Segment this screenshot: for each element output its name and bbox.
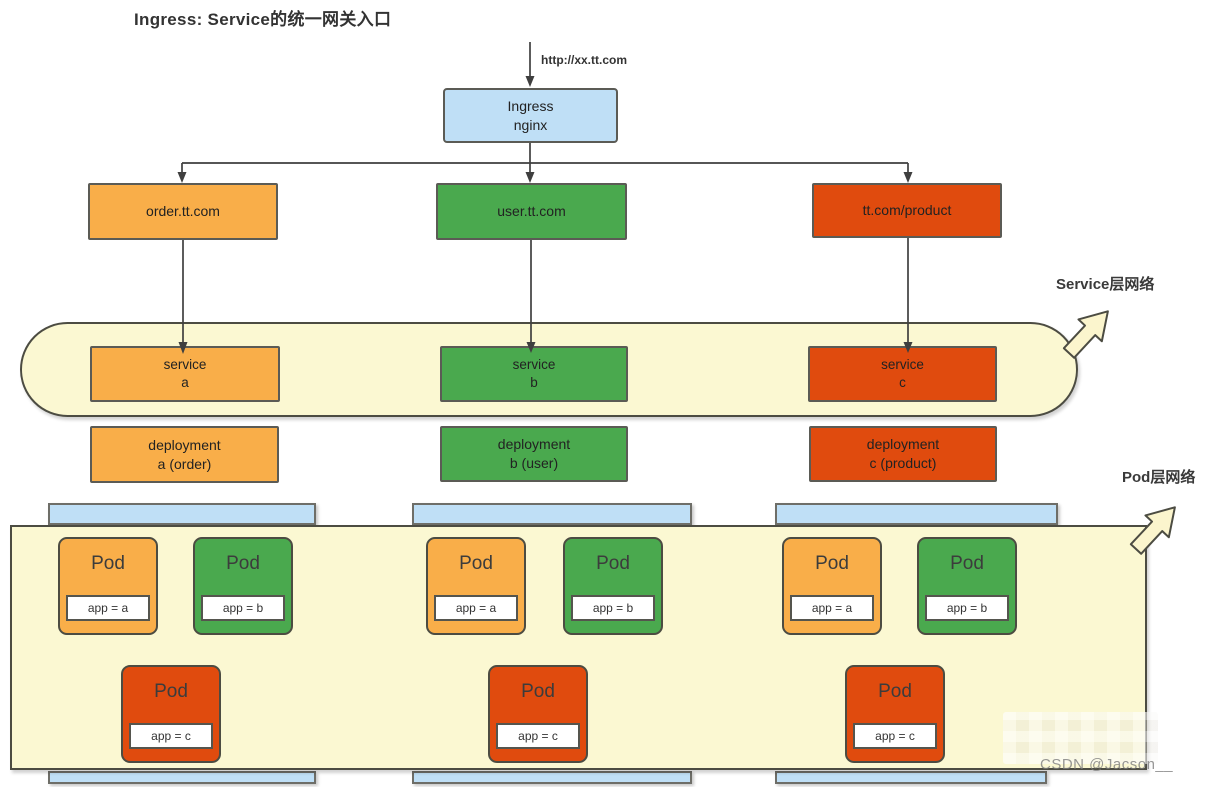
page-title: Ingress: Service的统一网关入口 xyxy=(134,10,392,29)
deployment-b-line1: deployment xyxy=(497,436,571,453)
service-c-line1: service xyxy=(881,356,924,372)
deployment-a-line1: deployment xyxy=(148,436,221,453)
pod-title: Pod xyxy=(226,553,260,574)
pod-selector-label-a: app = a xyxy=(66,595,150,621)
arrowhead-inbound xyxy=(525,76,535,87)
deployment-b-line2: b (user) xyxy=(509,455,559,471)
service-box-a: service a xyxy=(90,346,280,402)
deployment-c-line2: c (product) xyxy=(869,455,937,471)
pod-box-a-group2: Pod app = a xyxy=(426,537,526,635)
pod-layer-label: Pod层网络 xyxy=(1122,469,1196,486)
service-box-b: service b xyxy=(440,346,628,402)
node-bar-bottom-3 xyxy=(775,771,1047,784)
pod-selector-label-c: app = c xyxy=(129,723,213,749)
pod-title: Pod xyxy=(459,553,493,574)
pod-selector-label-a: app = a xyxy=(790,595,874,621)
host-label-order: order.tt.com xyxy=(146,203,220,220)
pod-selector-label-b: app = b xyxy=(925,595,1009,621)
pod-selector-label-a: app = a xyxy=(434,595,518,621)
pod-title: Pod xyxy=(521,681,555,702)
host-box-product: tt.com/product xyxy=(812,183,1002,238)
pod-title: Pod xyxy=(91,553,125,574)
host-box-user: user.tt.com xyxy=(436,183,627,240)
pod-title: Pod xyxy=(878,681,912,702)
pod-title: Pod xyxy=(950,553,984,574)
deployment-box-a: deployment a (order) xyxy=(90,426,279,483)
host-label-product: tt.com/product xyxy=(862,202,952,219)
pod-box-a-group1: Pod app = a xyxy=(58,537,158,635)
arrowhead-user xyxy=(525,172,535,183)
arrowhead-order xyxy=(177,172,187,183)
ingress-nginx-box: Ingress nginx xyxy=(443,88,618,143)
pod-selector-label-c: app = c xyxy=(496,723,580,749)
node-bar-top-3 xyxy=(775,503,1058,525)
node-bar-top-1 xyxy=(48,503,316,525)
ingress-url-label: http://xx.tt.com xyxy=(541,53,627,67)
ingress-box-line1: Ingress xyxy=(507,97,554,114)
deployment-a-line2: a (order) xyxy=(157,455,212,472)
service-b-line1: service xyxy=(512,356,556,372)
pod-box-b-group1: Pod app = b xyxy=(193,537,293,635)
pod-selector-label-b: app = b xyxy=(201,595,285,621)
service-layer-label: Service层网络 xyxy=(1056,276,1155,293)
arrowhead-product xyxy=(903,172,913,183)
deployment-box-c: deployment c (product) xyxy=(809,426,997,482)
pod-box-c-group3: Pod app = c xyxy=(845,665,945,763)
pod-box-b-group3: Pod app = b xyxy=(917,537,1017,635)
pod-box-a-group3: Pod app = a xyxy=(782,537,882,635)
pod-title: Pod xyxy=(815,553,849,574)
ingress-box-line2: nginx xyxy=(513,116,548,133)
node-bar-bottom-2 xyxy=(412,771,692,784)
host-label-user: user.tt.com xyxy=(497,203,566,220)
arrow-fanout-tree xyxy=(181,143,909,173)
pod-title: Pod xyxy=(596,553,630,574)
pod-title: Pod xyxy=(154,681,188,702)
service-a-line1: service xyxy=(163,356,207,372)
service-b-line2: b xyxy=(530,375,538,390)
blurred-watermark-patch xyxy=(1003,712,1158,764)
node-bar-bottom-1 xyxy=(48,771,316,784)
node-bar-top-2 xyxy=(412,503,692,525)
service-a-line2: a xyxy=(181,375,189,390)
pod-box-c-group2: Pod app = c xyxy=(488,665,588,763)
service-box-c: service c xyxy=(808,346,997,402)
deployment-box-b: deployment b (user) xyxy=(440,426,628,482)
watermark-text: CSDN @Jacson__ xyxy=(1040,756,1174,773)
pod-selector-label-c: app = c xyxy=(853,723,937,749)
pod-box-c-group1: Pod app = c xyxy=(121,665,221,763)
pod-box-b-group2: Pod app = b xyxy=(563,537,663,635)
service-c-line2: c xyxy=(899,375,906,390)
deployment-c-line1: deployment xyxy=(866,436,940,453)
pod-selector-label-b: app = b xyxy=(571,595,655,621)
host-box-order: order.tt.com xyxy=(88,183,278,240)
